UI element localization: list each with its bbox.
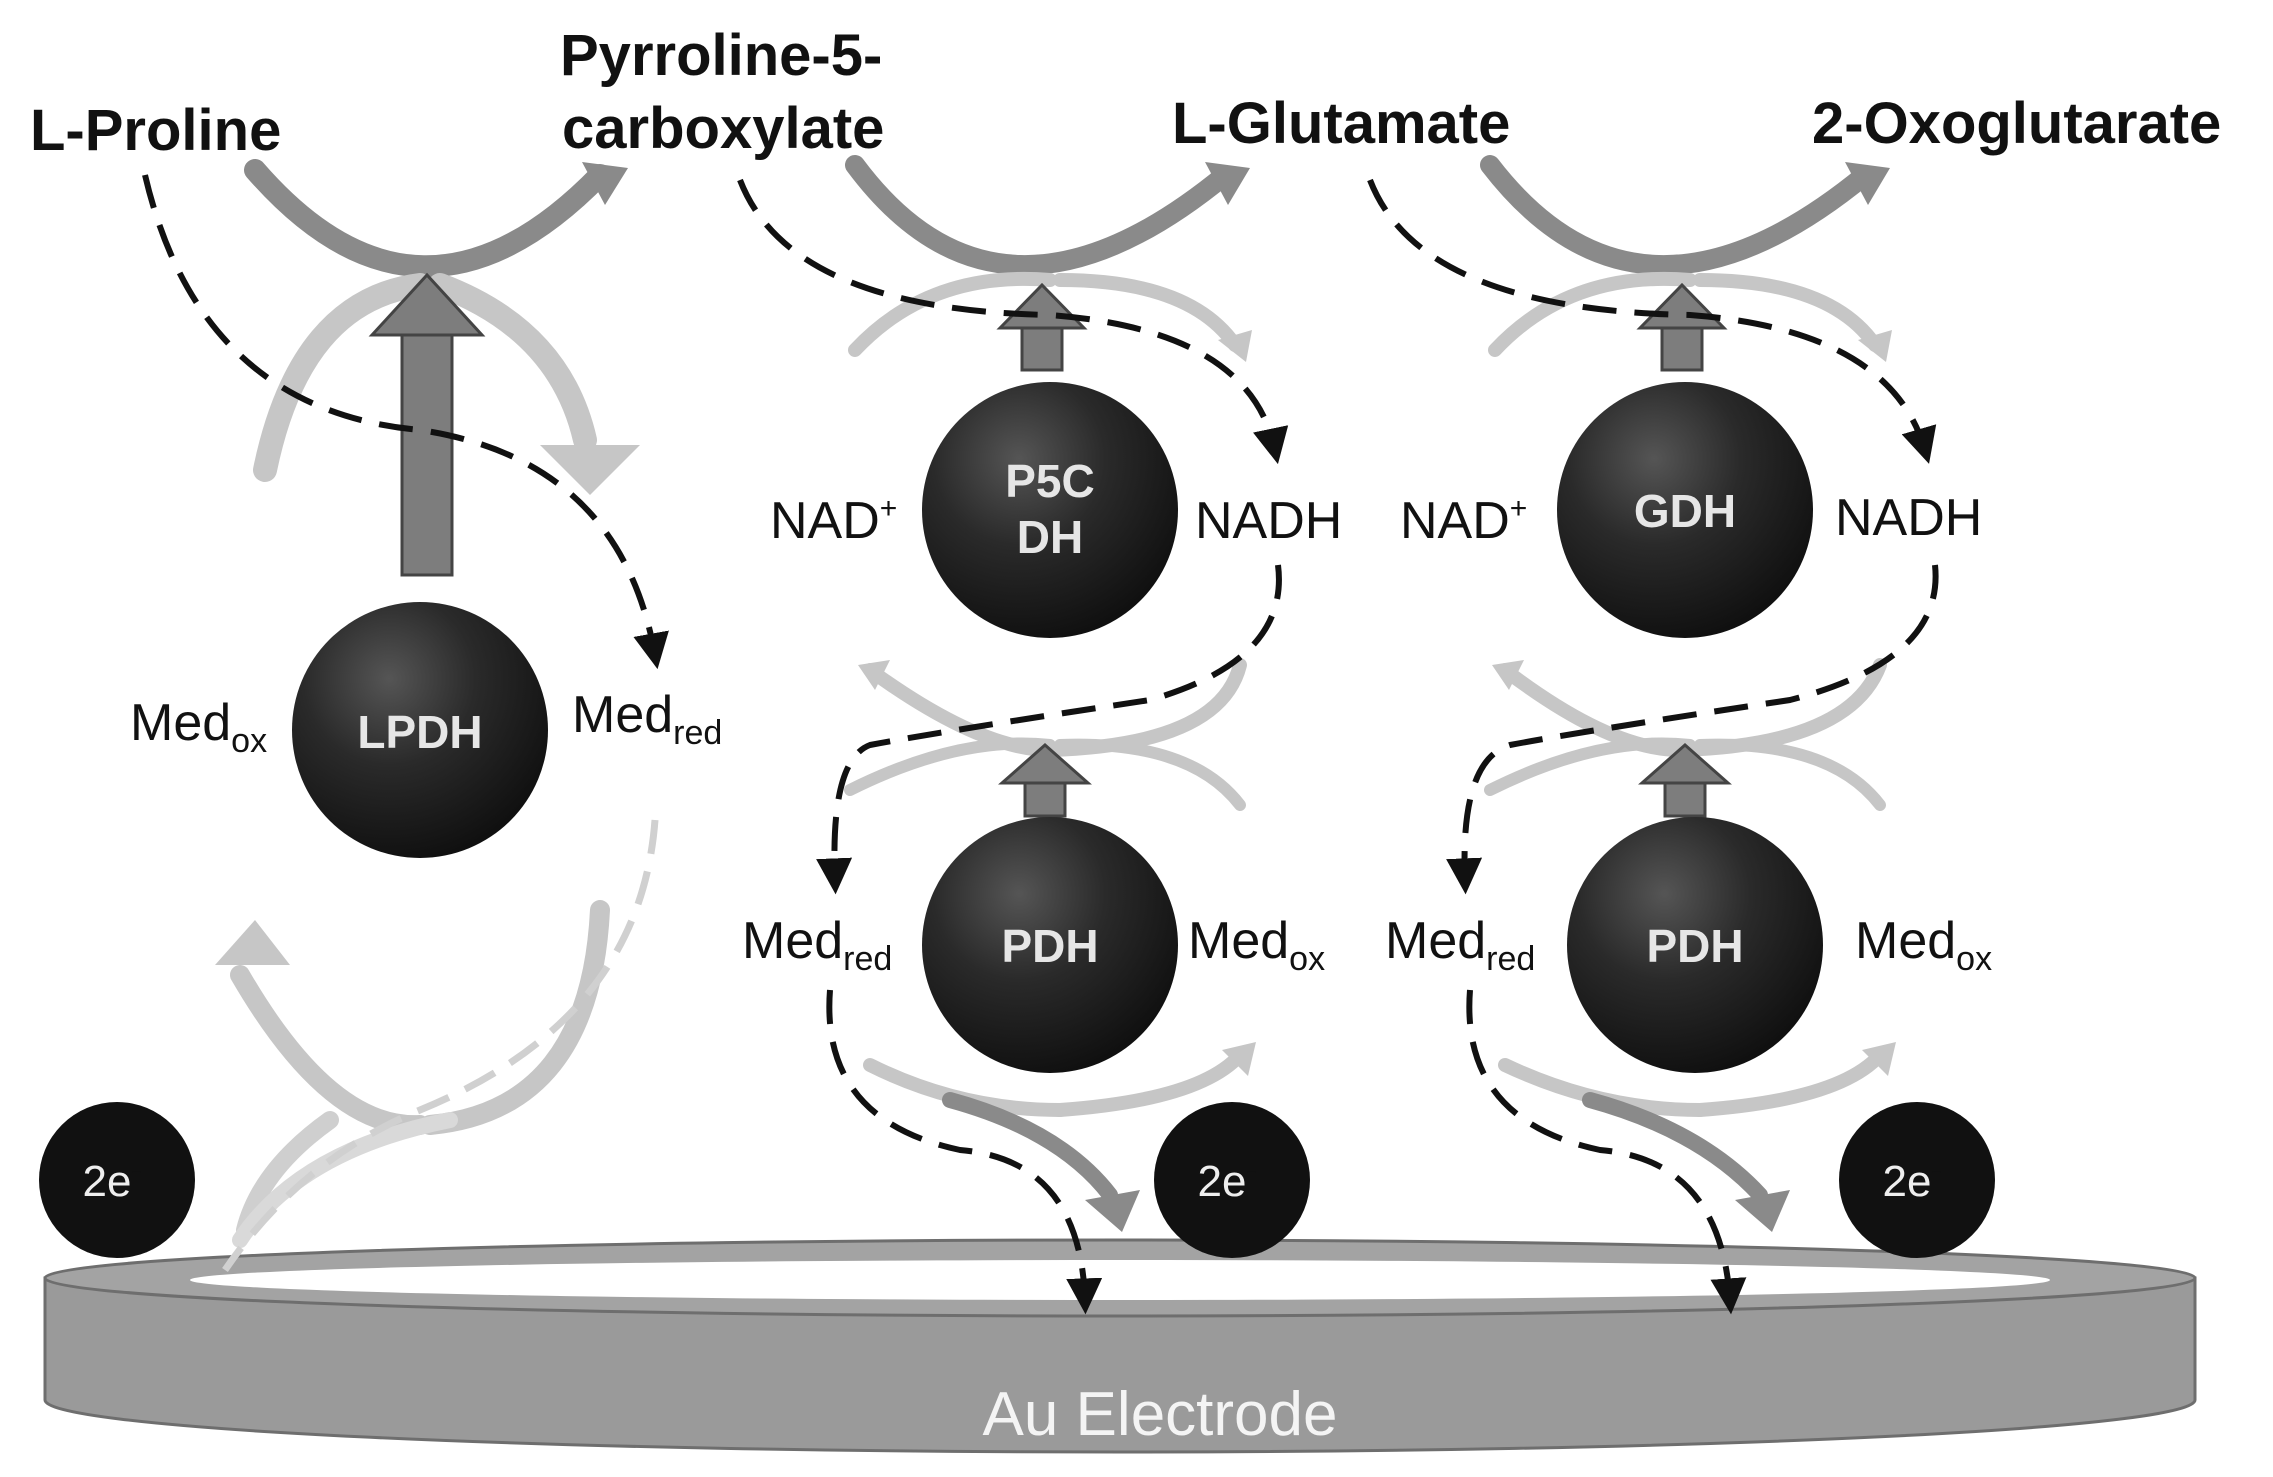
mediator-return-arrow-left — [230, 965, 430, 1136]
p5c-conversion-arrow — [845, 155, 1235, 275]
pdh1-up-arrow-shaft — [1023, 778, 1067, 818]
glutamate-conversion-arrowhead — [1845, 162, 1890, 205]
gdh-nad-cycle-arrow-left — [1488, 271, 1697, 357]
electron-badge-3-label: 2e- — [1883, 1154, 1942, 1206]
p5c-label-line1: Pyrroline-5- — [560, 23, 882, 88]
electron-badge-1 — [39, 1102, 195, 1258]
pdh-enzyme-1 — [922, 817, 1178, 1073]
p5c-conversion-arrowhead — [1205, 162, 1250, 205]
p5cdh-enzyme — [922, 382, 1178, 638]
gdh-enzyme — [1557, 382, 1813, 638]
lpdh-label: LPDH — [357, 706, 482, 758]
lpdh-module: LPDH Medox Medred 2e- — [39, 159, 722, 1272]
electron-path-nadh-1 — [816, 564, 1282, 895]
au-electrode: Au Electrode — [43, 1238, 2197, 1454]
gdh-up-arrow-head — [1636, 282, 1728, 330]
pdh1-return-arrow-right — [1053, 1048, 1247, 1117]
pdh2-up-arrow-head — [1638, 742, 1732, 785]
p5cdh-label-line2: DH — [1017, 511, 1083, 563]
pdh1-med-red-label: Medred — [742, 912, 892, 978]
electron-badge-2 — [1154, 1102, 1310, 1258]
pdh2-return-arrow-right — [1693, 1048, 1887, 1117]
pdh2-med-red-label: Medred — [1385, 912, 1535, 978]
coupling-arrow-left-2 — [844, 737, 1056, 796]
p5c-label-line2: carboxylate — [562, 96, 884, 161]
gdh-nad-cycle-arrowhead — [1858, 330, 1892, 362]
electron-path-pdh-2 — [1466, 989, 1747, 1315]
p5cdh-up-arrow-head — [996, 282, 1088, 330]
lpdh-enzyme — [292, 602, 548, 858]
mediator-cycle-arrowhead — [540, 445, 640, 495]
p5cdh-module: P5C DH NAD+ NADH PDH Medred Medox — [737, 155, 1342, 1315]
pdh-enzyme-2 — [1567, 817, 1823, 1073]
p5cdh-label-line1: P5C — [1005, 455, 1094, 507]
p5cdh-up-arrow-shaft — [1020, 323, 1064, 372]
substrate-titles: L-Proline Pyrroline-5- carboxylate L-Glu… — [30, 23, 2221, 163]
oxoglutarate-label: 2-Oxoglutarate — [1812, 91, 2221, 156]
gdh-coupling-arrow-right-2 — [1694, 738, 1886, 811]
electron-badge-2-label: 2e- — [1198, 1154, 1257, 1206]
glutamate-label: L-Glutamate — [1172, 91, 1510, 156]
pdh2-return-arrowhead — [1862, 1042, 1896, 1076]
gdh-up-arrow-shaft — [1660, 323, 1704, 372]
gdh-nad-label: NAD+ — [1400, 492, 1527, 550]
electron-path-nadh-2 — [1446, 564, 1939, 895]
nad-cycle-arrowhead — [1218, 330, 1252, 362]
proline-conversion-arrowhead — [582, 162, 628, 205]
lpdh-med-ox-label: Medox — [130, 694, 267, 760]
mediator-cycle-arrow-right — [428, 273, 597, 452]
lpdh-med-red-label: Medred — [572, 686, 722, 752]
proline-label: L-Proline — [30, 98, 281, 163]
nad-cycle-arrow-right — [1053, 273, 1242, 352]
p5cdh-nadh-label: NADH — [1195, 492, 1342, 550]
gdh-coupling-arrow-right-1 — [1673, 658, 1887, 757]
pdh2-electrode-arrowhead — [1735, 1190, 1790, 1232]
pdh1-return-arrowhead — [1222, 1042, 1256, 1076]
electrode-side — [43, 1276, 2197, 1454]
gdh-coupling-arrow-left-2 — [1484, 737, 1696, 796]
electrode-label: Au Electrode — [983, 1380, 1338, 1449]
mediator-return-arrowhead-left — [215, 920, 290, 965]
gdh-nad-cycle-arrow-right — [1693, 273, 1882, 352]
coupling-arrow-right-1 — [1043, 658, 1247, 757]
coupling-arrow-right-2 — [1054, 738, 1246, 811]
mediator-cycle-arrow-left — [253, 273, 432, 482]
gdh-label: GDH — [1634, 485, 1736, 537]
pdh2-electrode-arrow — [1582, 1092, 1768, 1203]
pdh1-electrode-arrowhead — [1085, 1190, 1140, 1232]
coupling-arrowhead-left-1 — [858, 660, 890, 690]
pdh1-electrode-arrow — [942, 1092, 1118, 1203]
pdh1-med-ox-label: Medox — [1188, 912, 1325, 978]
mediator-return-arrow-down-2 — [232, 1112, 458, 1248]
lpdh-up-arrow-shaft — [400, 328, 454, 577]
electron-transfer-dashed-lpdh — [222, 819, 659, 1272]
pdh-label-2: PDH — [1646, 920, 1743, 972]
electron-badge-1-label: 2e- — [83, 1154, 142, 1206]
electron-badge-3 — [1839, 1102, 1995, 1258]
nad-cycle-arrow-left — [848, 271, 1057, 357]
pdh2-up-arrow-shaft — [1663, 778, 1707, 818]
p5cdh-nad-label: NAD+ — [770, 492, 897, 550]
pdh2-med-ox-label: Medox — [1855, 912, 1992, 978]
gdh-coupling-arrowhead-left-1 — [1492, 660, 1524, 690]
gdh-module: GDH NAD+ NADH PDH Medred Medox 2e- — [1367, 155, 1995, 1315]
electron-path-lpdh — [142, 174, 669, 670]
pdh-label-1: PDH — [1001, 920, 1098, 972]
mediator-return-arrow-right — [420, 900, 610, 1135]
proline-conversion-arrow — [244, 159, 611, 278]
electron-path-glutamate — [1367, 178, 1937, 464]
gdh-nadh-label: NADH — [1835, 489, 1982, 547]
glutamate-conversion-arrow — [1480, 155, 1875, 275]
electrode-top-highlight — [190, 1260, 2050, 1300]
lpdh-up-arrow-head — [368, 272, 486, 337]
pdh1-up-arrow-head — [998, 742, 1092, 785]
electron-path-pdh-1 — [826, 989, 1103, 1315]
electron-path-p5c — [737, 178, 1289, 465]
